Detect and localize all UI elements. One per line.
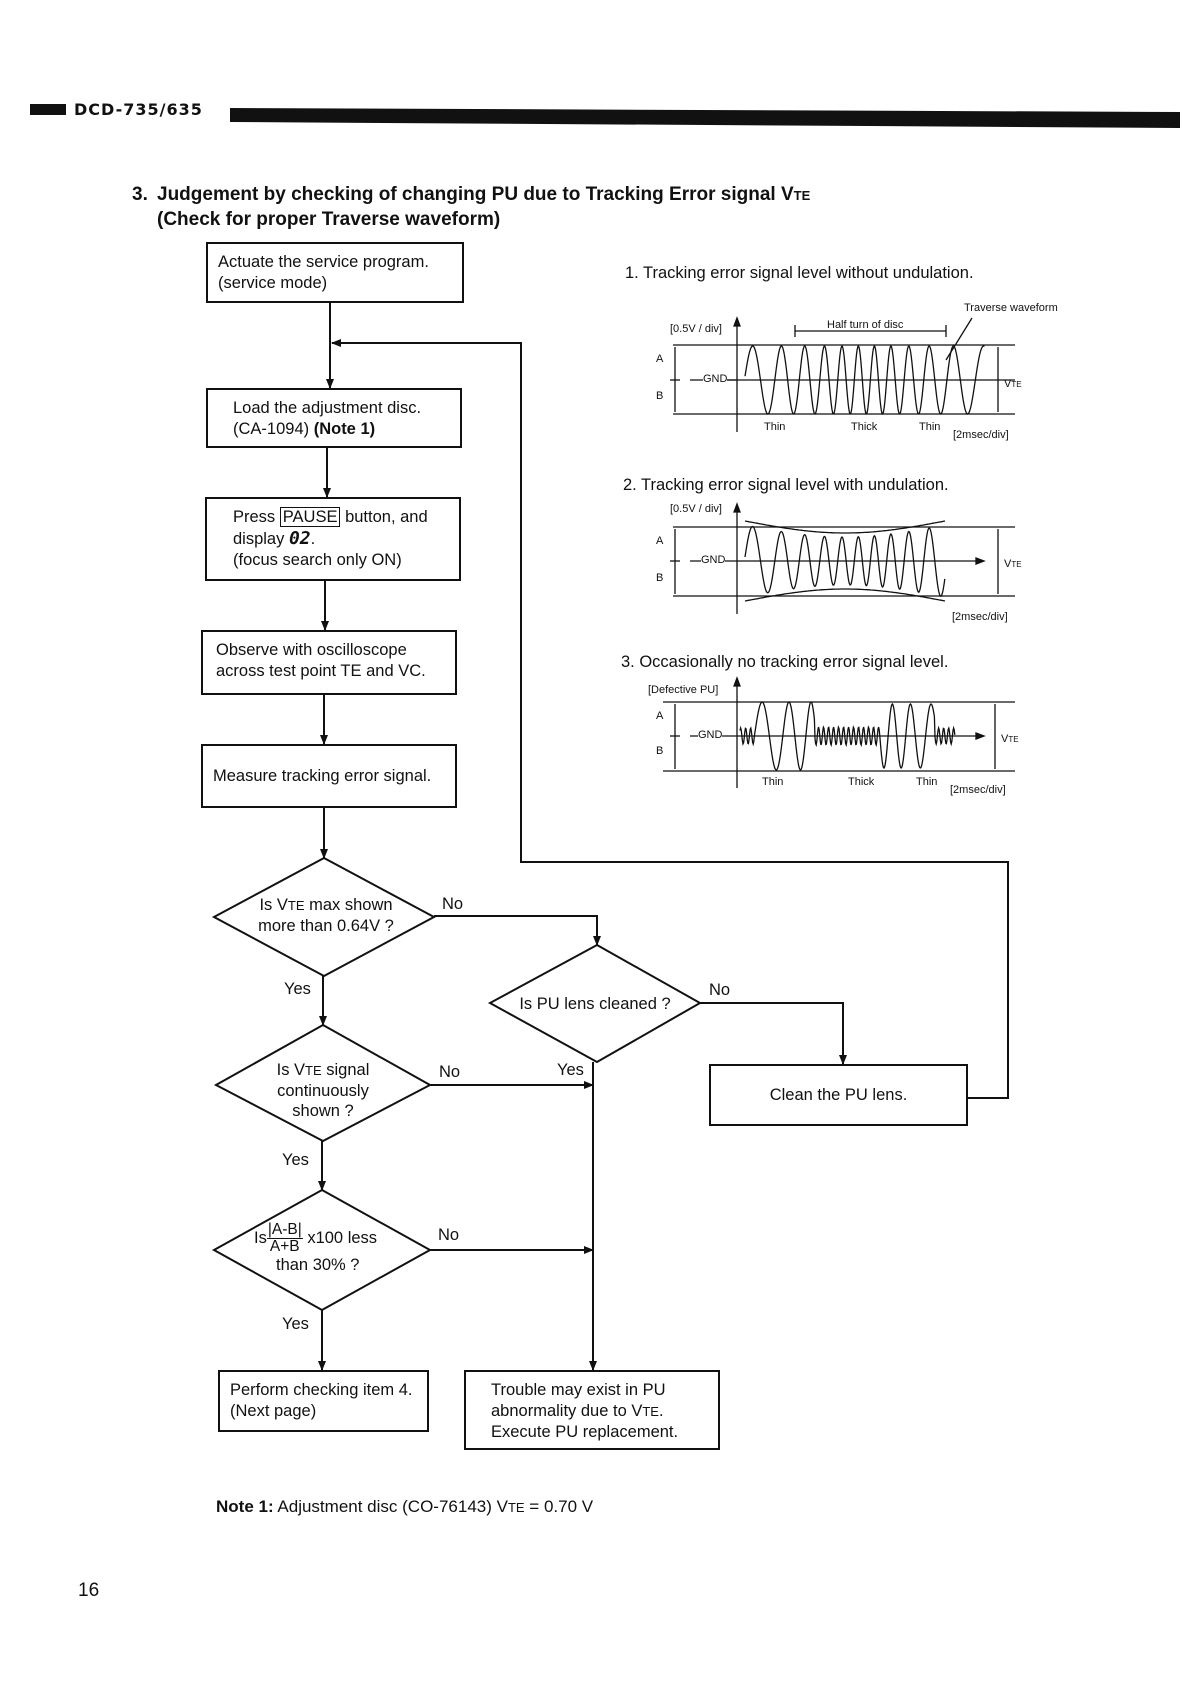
w3-thin-1: Thin	[762, 776, 784, 788]
w1-thin-2: Thin	[919, 421, 941, 433]
step-clean-pu-lens: Clean the PU lens.	[709, 1064, 968, 1126]
label-yes-2: Yes	[557, 1061, 584, 1079]
label-no-4: No	[438, 1226, 460, 1244]
label-yes-3: Yes	[282, 1151, 309, 1169]
w2-scale: [0.5V / div]	[670, 503, 722, 515]
step-trouble-pu-replacement: Trouble may exist in PU abnormality due …	[464, 1370, 720, 1450]
w1-traverse-label: Traverse waveform	[964, 302, 1058, 314]
decision-diamond-continuous	[213, 1023, 433, 1143]
page-number: 16	[78, 1580, 100, 1601]
step-actuate-service-program: Actuate the service program.(service mod…	[206, 242, 464, 303]
step-measure-tracking-error: Measure tracking error signal.	[201, 744, 457, 808]
w1-thick: Thick	[851, 421, 878, 433]
step-perform-checking-item-4: Perform checking item 4.(Next page)	[218, 1370, 429, 1432]
step-load-adjustment-disc: Load the adjustment disc. (CA-1094) (Not…	[206, 388, 462, 448]
w3-thick: Thick	[848, 776, 875, 788]
decision-diamond-ratio	[211, 1188, 433, 1312]
w3-thin-2: Thin	[916, 776, 938, 788]
w3-vte-label: VTE	[1001, 733, 1019, 745]
header-rule	[230, 108, 1180, 128]
model-label: DCD-735/635	[68, 101, 211, 118]
w1-half-turn-label: Half turn of disc	[827, 319, 904, 331]
w3-b-label: B	[656, 745, 664, 757]
decision-label-lens-cleaned: Is PU lens cleaned ?	[519, 995, 671, 1013]
label-no-3: No	[439, 1063, 461, 1081]
section-title: 3.Judgement by checking of changing PU d…	[132, 184, 811, 230]
w3-a-label: A	[656, 710, 664, 722]
decision-label-continuous: Is VTE signal continuously shown ?	[276, 1061, 370, 1120]
w2-gnd-label: GND	[701, 554, 726, 566]
w3-scale: [Defective PU]	[648, 684, 719, 696]
display-readout: 02	[288, 528, 311, 549]
step-press-pause: Press PAUSE button, and display 02. (foc…	[205, 497, 461, 581]
waveform-2-title: 2. Tracking error signal level with undu…	[623, 476, 949, 494]
w2-time-scale: [2msec/div]	[952, 611, 1008, 623]
note-1: Note 1: Adjustment disc (CO-76143) VTE =…	[216, 1497, 594, 1516]
w1-scale: [0.5V / div]	[670, 323, 722, 335]
pause-key-label: PAUSE	[279, 507, 341, 527]
w1-time-scale: [2msec/div]	[953, 429, 1009, 441]
waveform-3-title: 3. Occasionally no tracking error signal…	[621, 653, 949, 671]
w3-time-scale: [2msec/div]	[950, 784, 1006, 796]
label-yes-1: Yes	[284, 980, 311, 998]
w1-gnd-label: GND	[703, 373, 728, 385]
w1-b-label: B	[656, 390, 664, 402]
waveform-1-title: 1. Tracking error signal level without u…	[625, 264, 974, 282]
w1-vte-label: VTE	[1004, 378, 1022, 390]
w2-b-label: B	[656, 572, 664, 584]
w3-gnd-label: GND	[698, 729, 723, 741]
header-left-bar	[30, 104, 66, 115]
w1-a-label: A	[656, 353, 664, 365]
decision-label-vte-max: Is VTE max shown more than 0.64V ?	[258, 896, 394, 935]
label-no-1: No	[442, 895, 464, 913]
label-no-2: No	[709, 981, 731, 999]
decision-diamond-lens-cleaned	[487, 943, 703, 1064]
decision-label-ratio: Is|A-B|A+B x100 less than 30% ?	[254, 1221, 378, 1275]
w1-thin-1: Thin	[764, 421, 786, 433]
w2-vte-label: VTE	[1004, 558, 1022, 570]
label-yes-4: Yes	[282, 1315, 309, 1333]
w2-a-label: A	[656, 535, 664, 547]
decision-diamond-vte-max	[211, 856, 437, 978]
